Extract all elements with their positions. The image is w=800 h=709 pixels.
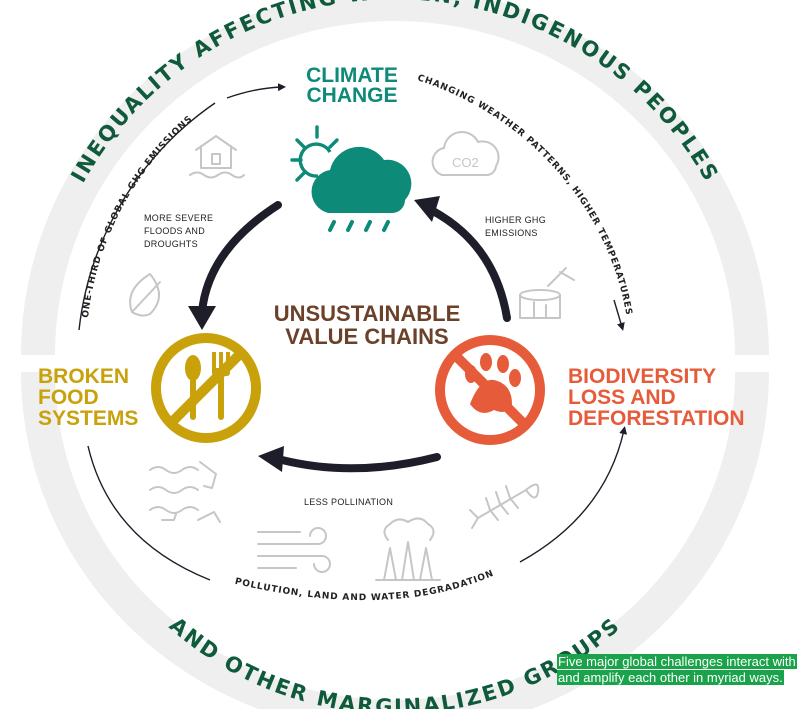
bottom-left-flow-line [87, 445, 211, 581]
ghg-label-line2: EMISSIONS [485, 228, 538, 238]
floods-label-line2: FLOODS AND [144, 226, 205, 236]
center-title-line2: VALUE CHAINS [285, 324, 448, 349]
bottom-right-flow-arrow [519, 426, 628, 563]
climate-change-node: CLIMATE CHANGE [290, 64, 412, 232]
floods-label-line3: DROUGHTS [144, 239, 198, 249]
inner-labels: MORE SEVERE FLOODS AND DROUGHTS HIGHER G… [144, 213, 546, 507]
biodiversity-to-food-arrow [278, 453, 441, 473]
caption: Five major global challenges interact wi… [557, 654, 797, 686]
outer-flow-lines [78, 83, 628, 581]
biodiversity-node: BIODIVERSITY LOSS AND DEFORESTATION [435, 335, 745, 445]
right-flow-arrow [613, 299, 625, 331]
inner-cycle-arrows [188, 196, 511, 473]
wind-icon [257, 527, 331, 573]
food-title-line1: BROKEN [38, 365, 129, 388]
caption-text: Five major global challenges interact wi… [557, 654, 797, 685]
left-flow-line [78, 102, 216, 331]
gray-icons: CO2 [129, 131, 575, 581]
ghg-label-line1: HIGHER GHG [485, 215, 546, 225]
tree-stump-icon [519, 267, 575, 319]
co2-text: CO2 [452, 155, 479, 170]
center-label: UNSUSTAINABLE VALUE CHAINS [274, 301, 461, 349]
biodiversity-to-food-arrowhead [258, 446, 284, 472]
no-utensils-icon [151, 333, 261, 443]
biodiversity-to-climate-arrowhead [414, 196, 440, 222]
climate-to-food-arrow [198, 201, 282, 316]
flooded-house-icon [189, 135, 245, 179]
center-title-line1: UNSUSTAINABLE [274, 301, 461, 326]
biodiversity-to-climate-arrow [429, 207, 511, 322]
climate-title-line1: CLIMATE [306, 64, 398, 87]
cloud-co2-icon: CO2 [431, 131, 500, 176]
pollination-label: LESS POLLINATION [304, 497, 393, 507]
dry-leaf-icon [129, 273, 161, 317]
food-title-line2: FOOD [38, 386, 99, 409]
biodiversity-title-line3: DEFORESTATION [568, 407, 745, 430]
right-path-label: CHANGING WEATHER PATTERNS, HIGHER TEMPER… [416, 73, 633, 316]
food-title-line3: SYSTEMS [38, 407, 138, 430]
left-flow-arrow [226, 83, 286, 99]
polluted-water-icon [149, 461, 221, 523]
floods-label-line1: MORE SEVERE [144, 213, 213, 223]
bottom-path-label: POLLUTION, LAND AND WATER DEGRADATION [234, 569, 496, 603]
climate-to-food-arrowhead [188, 306, 216, 330]
biodiversity-title-line1: BIODIVERSITY [568, 365, 716, 388]
climate-title-line2: CHANGE [306, 84, 397, 107]
factory-smoke-icon [375, 517, 441, 581]
biodiversity-title-line2: LOSS AND [568, 386, 676, 409]
no-paw-icon [435, 335, 545, 445]
fish-skeleton-icon [469, 483, 540, 529]
broken-food-systems-node: BROKEN FOOD SYSTEMS [38, 333, 261, 443]
weather-icon [290, 125, 412, 232]
